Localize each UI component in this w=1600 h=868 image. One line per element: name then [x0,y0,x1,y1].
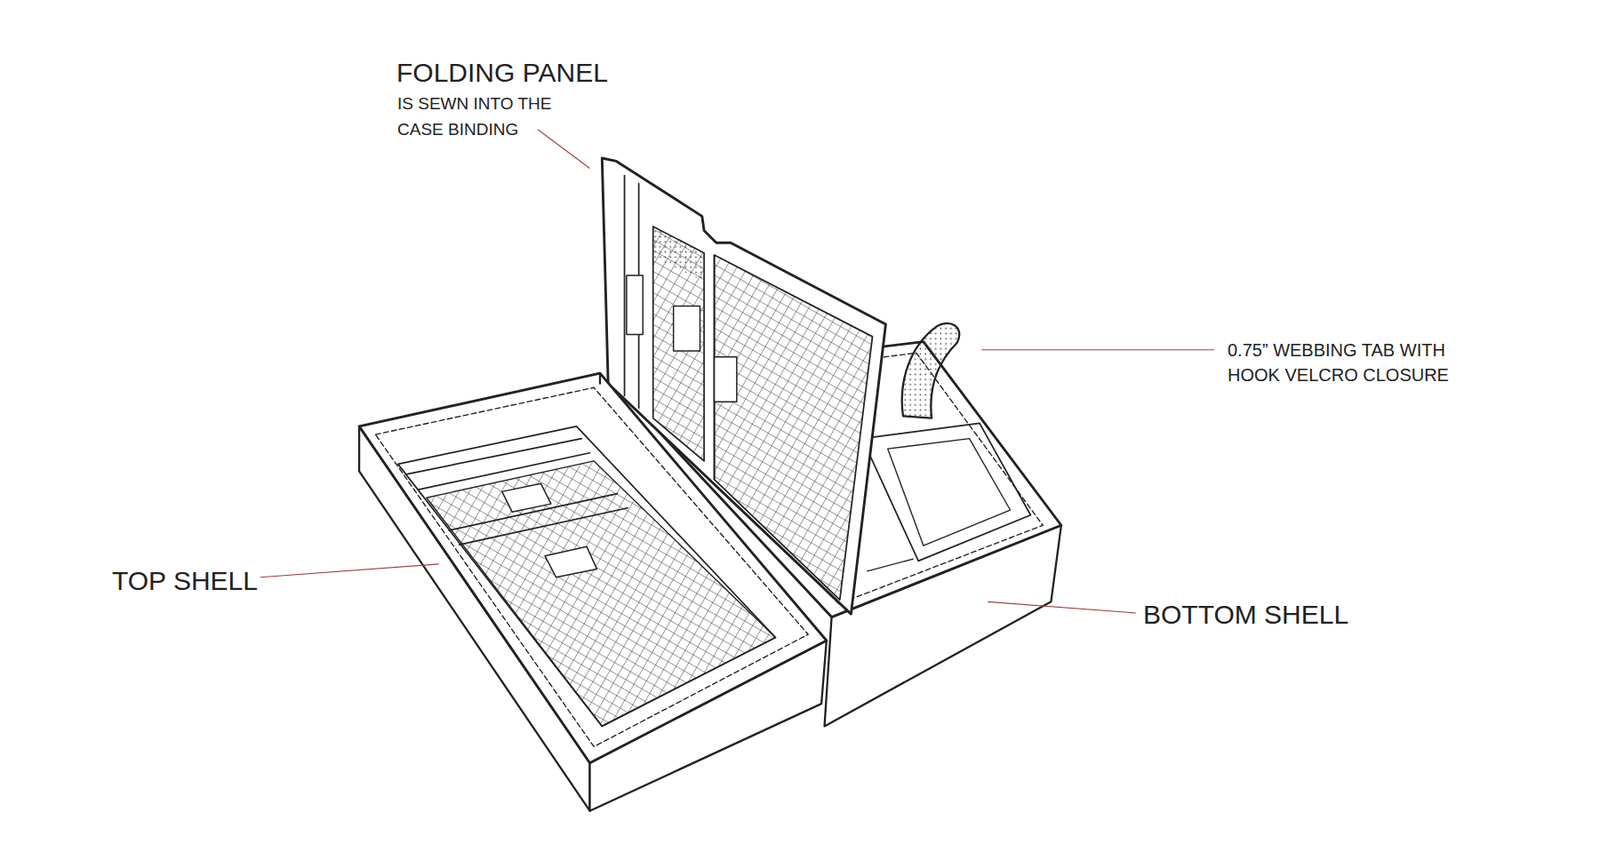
callout-label: FOLDING PANEL [396,56,608,89]
top-shell [359,373,827,811]
callout-label: 0.75” WEBBING TAB WITH HOOK VELCRO CLOSU… [1227,337,1486,388]
webbing-tab [902,323,960,419]
callout-label: BOTTOM SHELL [1143,599,1349,632]
callout-label: IS SEWN INTO THE CASE BINDING [397,90,580,143]
leader-lines [260,129,1215,614]
callout-label: TOP SHELL [112,565,258,598]
